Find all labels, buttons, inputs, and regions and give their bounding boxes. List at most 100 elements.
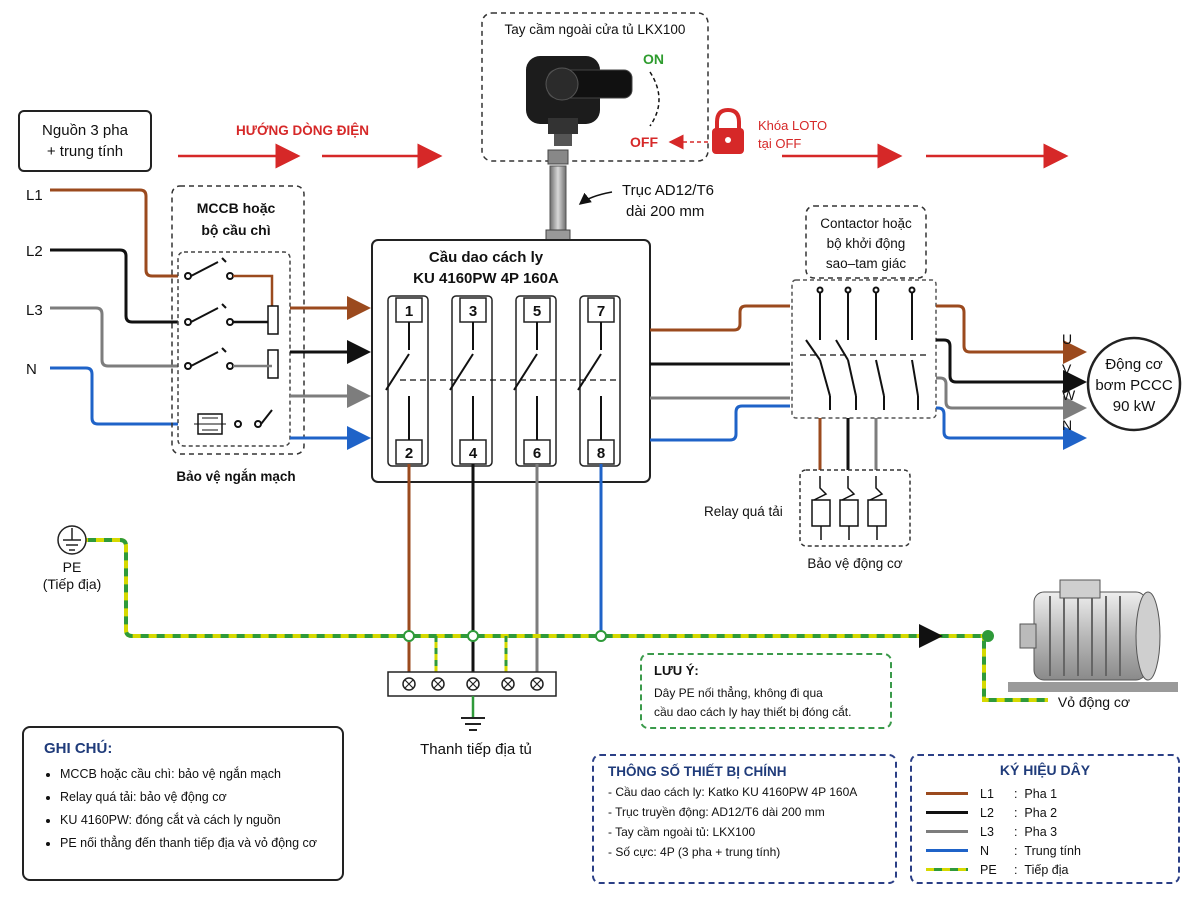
pe-note-title: LƯU Ý: xyxy=(654,663,699,678)
legend-name: Trung tính xyxy=(1024,843,1081,858)
legend-swatch xyxy=(926,849,968,852)
specs-item: - Trục truyền động: AD12/T6 dài 200 mm xyxy=(608,805,825,819)
mid-wires xyxy=(650,304,790,442)
motor-circle xyxy=(1086,336,1182,432)
legend-swatch xyxy=(926,830,968,833)
legend-name: Pha 2 xyxy=(1024,805,1058,820)
isolator-terminal-top: 5 xyxy=(533,303,541,320)
motor-illustration xyxy=(1008,579,1178,692)
source-line-2: + trung tính xyxy=(46,143,124,160)
motor-line-1: Động cơ xyxy=(1105,356,1163,373)
label-l2: L2 xyxy=(26,243,43,260)
pe-note: LƯU Ý: Dây PE nối thẳng, không đi qua cầ… xyxy=(640,653,892,729)
specs-title: THÔNG SỐ THIẾT BỊ CHÍNH xyxy=(608,764,787,779)
legend-row: L2: Pha 2 xyxy=(926,803,1164,822)
mccb-block xyxy=(171,185,305,455)
notes-item: Relay quá tải: bảo vệ động cơ xyxy=(60,790,328,804)
handle-on: ON xyxy=(643,51,664,67)
lock-icon xyxy=(712,107,744,154)
source-box: Nguồn 3 pha + trung tính xyxy=(18,110,152,172)
notes-item: PE nối thẳng đến thanh tiếp địa và vỏ độ… xyxy=(60,836,328,850)
legend-code: L2 xyxy=(980,805,994,820)
specs-item: - Tay cầm ngoài tủ: LKX100 xyxy=(608,825,756,839)
isolator xyxy=(371,239,651,483)
legend-row: L3: Pha 3 xyxy=(926,822,1164,841)
shaft xyxy=(545,149,613,252)
specs-item: - Cầu dao cách ly: Katko KU 4160PW 4P 16… xyxy=(608,785,858,799)
contactor-title-1: Contactor hoặc xyxy=(820,216,912,231)
contactor-title-3: sao–tam giác xyxy=(826,256,907,271)
specs-panel: THÔNG SỐ THIẾT BỊ CHÍNH - Cầu dao cách l… xyxy=(592,754,897,884)
earth-bar-label: Thanh tiếp địa tủ xyxy=(420,741,532,758)
input-wires xyxy=(50,188,180,426)
motor-terminal-arrows xyxy=(1040,340,1087,450)
shaft-line-2: dài 200 mm xyxy=(626,203,704,220)
legend-row: L1: Pha 1 xyxy=(926,784,1164,803)
loto-line-2: tại OFF xyxy=(758,136,801,151)
loto-line-1: Khóa LOTO xyxy=(758,118,827,133)
isolator-title-2: KU 4160PW 4P 160A xyxy=(413,270,559,287)
legend-row: N: Trung tính xyxy=(926,841,1164,860)
notes-item: MCCB hoặc cầu chì: bảo vệ ngắn mạch xyxy=(60,767,328,781)
legend-name: Pha 3 xyxy=(1024,824,1058,839)
pe-label: PE xyxy=(63,559,82,575)
legend-separator: : xyxy=(1014,824,1025,839)
handle-off: OFF xyxy=(630,134,658,150)
legend-name: Tiếp địa xyxy=(1024,862,1069,877)
motor-terminal-label: W xyxy=(1062,387,1076,403)
pe-note-line-1: Dây PE nối thẳng, không đi qua xyxy=(654,686,823,700)
contactor-title-2: bộ khởi động xyxy=(827,236,906,251)
pe-wiring xyxy=(72,538,1048,702)
out-wires xyxy=(936,304,1082,440)
legend-separator: : xyxy=(1014,786,1025,801)
motor-body-label: Vỏ động cơ xyxy=(1058,694,1130,710)
contactor-block xyxy=(791,205,937,470)
legend-code: PE xyxy=(980,862,997,877)
legend-row: PE: Tiếp địa xyxy=(926,860,1164,879)
mccb-caption: Bảo vệ ngắn mạch xyxy=(176,469,295,484)
legend-title: KÝ HIỆU DÂY xyxy=(999,762,1091,778)
relay-caption: Bảo vệ động cơ xyxy=(807,556,902,571)
shaft-line-1: Trục AD12/T6 xyxy=(622,182,714,199)
isolator-terminal-bottom: 2 xyxy=(405,445,413,462)
notes-item: KU 4160PW: đóng cắt và cách ly nguồn xyxy=(60,813,328,827)
flow-label: HƯỚNG DÒNG ĐIỆN xyxy=(236,123,369,138)
legend-swatch xyxy=(926,792,968,795)
pe-sub: (Tiếp địa) xyxy=(43,576,102,592)
label-l1: L1 xyxy=(26,187,43,204)
legend-code: N xyxy=(980,843,990,858)
legend-separator: : xyxy=(1014,862,1025,877)
label-n: N xyxy=(26,361,37,378)
motor-line-2: bơm PCCC xyxy=(1095,377,1173,394)
legend-separator: : xyxy=(1014,843,1025,858)
isolator-terminal-bottom: 6 xyxy=(533,445,541,462)
legend-name: Pha 1 xyxy=(1024,786,1058,801)
legend-swatch xyxy=(926,811,968,814)
motor-terminal-label: N xyxy=(1062,417,1072,433)
notes-title: GHI CHÚ: xyxy=(44,740,113,757)
handle-box xyxy=(481,12,709,162)
motor-line-3: 90 kW xyxy=(1113,398,1156,415)
isolator-title-1: Cầu dao cách ly xyxy=(429,249,544,266)
specs-item: - Số cực: 4P (3 pha + trung tính) xyxy=(608,845,781,859)
source-line-1: Nguồn 3 pha xyxy=(42,122,128,139)
legend-swatch xyxy=(926,868,968,871)
overload-relay xyxy=(799,469,911,547)
legend-code: L1 xyxy=(980,786,994,801)
mccb-title-1: MCCB hoặc xyxy=(197,200,276,216)
motor-terminal-label: U xyxy=(1062,331,1072,347)
handle-title: Tay cầm ngoài cửa tủ LKX100 xyxy=(505,22,686,37)
mccb-title-2: bộ cầu chì xyxy=(201,222,270,238)
motor-terminal-label: V xyxy=(1062,361,1072,377)
ground-icon xyxy=(57,525,87,555)
label-l3: L3 xyxy=(26,302,43,319)
isolator-terminal-top: 1 xyxy=(405,303,413,320)
isolator-terminal-bottom: 8 xyxy=(597,445,605,462)
pe-note-line-2: cầu dao cách ly hay thiết bị đóng cắt. xyxy=(654,705,852,719)
isolator-terminal-top: 3 xyxy=(469,303,477,320)
isolator-terminal-top: 7 xyxy=(597,303,605,320)
earth-bar xyxy=(387,671,557,731)
